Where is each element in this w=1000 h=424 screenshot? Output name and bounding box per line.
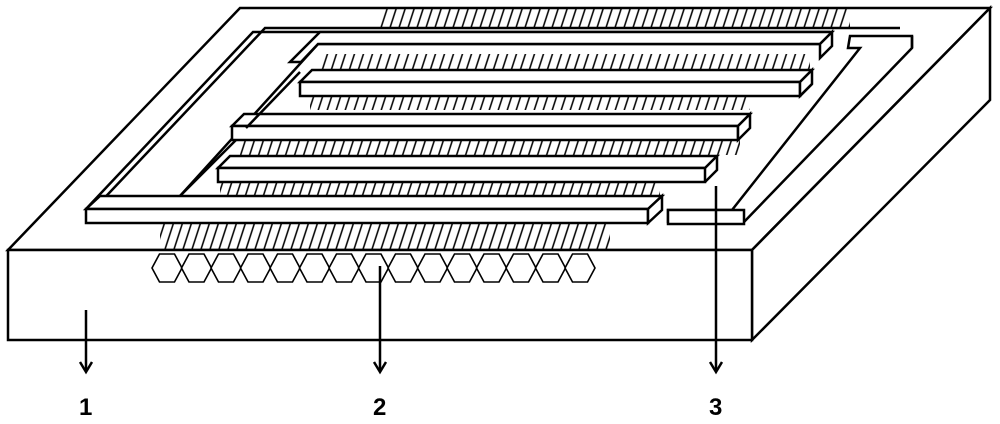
arrow-1 (78, 310, 94, 375)
hexagon-cell (357, 253, 390, 283)
label-1: 1 (79, 394, 93, 421)
label-2: 2 (373, 394, 387, 421)
electrode-left-comb (82, 28, 836, 226)
hexagon-cell (534, 253, 567, 283)
hexagon-cell (564, 253, 596, 283)
hexagon-cell (298, 253, 331, 283)
electrode-right-comb (214, 34, 914, 226)
porous-hex-layer (151, 253, 596, 283)
arrow-2 (372, 266, 388, 375)
hexagon-cell (446, 253, 478, 283)
arrow-3 (708, 186, 724, 375)
hexagon-cell (151, 253, 183, 283)
hexagon-cell (387, 253, 419, 283)
sensing-film-gaps (220, 54, 810, 195)
hexagon-cell (239, 253, 272, 283)
contact-pad (666, 208, 746, 226)
rear-sensing-film (380, 9, 850, 28)
hexagon-cell (210, 253, 242, 283)
hexagon-cell (505, 253, 537, 283)
hexagon-cell (269, 253, 301, 283)
label-3: 3 (709, 394, 723, 421)
hexagon-cell (416, 253, 449, 283)
leader-arrows (78, 186, 724, 375)
front-sensing-film (160, 224, 610, 250)
hexagon-cell (180, 253, 213, 283)
hexagon-cell (328, 253, 360, 283)
hexagon-cell (475, 253, 508, 283)
